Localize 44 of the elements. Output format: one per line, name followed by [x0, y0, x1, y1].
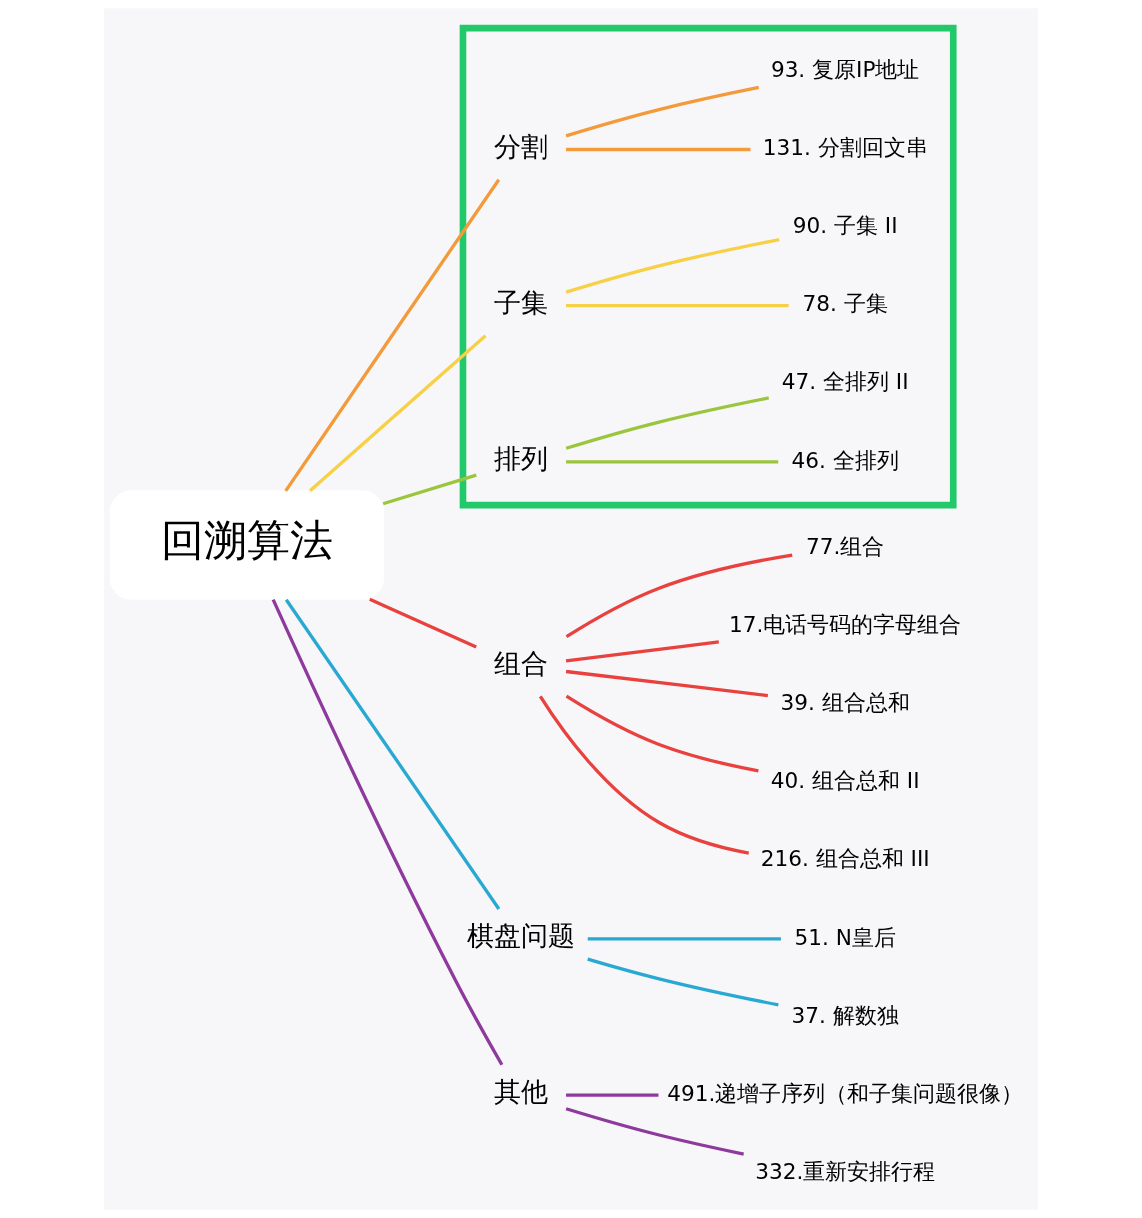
cluster	[459, 24, 957, 509]
connector	[565, 85, 760, 138]
connector	[566, 460, 779, 464]
connector	[566, 147, 751, 152]
connector	[308, 334, 487, 492]
node-text: 131. 分割回文串	[762, 135, 928, 161]
node-text: 37. 解数独	[791, 1002, 899, 1028]
connector	[566, 1093, 659, 1097]
connector	[565, 1107, 744, 1156]
connector	[284, 178, 501, 492]
connector	[382, 473, 477, 506]
connector	[565, 237, 780, 294]
node-text: 46. 全排列	[791, 447, 899, 473]
node-text: 51. N皇后	[794, 924, 896, 950]
connector	[566, 304, 789, 308]
connector	[587, 957, 779, 1007]
connector	[271, 598, 504, 1066]
node-text: 39. 组合总和	[780, 690, 910, 716]
connector	[565, 694, 759, 773]
node-text: 其他	[494, 1076, 549, 1108]
node-text: 78. 子集	[802, 291, 888, 317]
node-text: 216. 组合总和 III	[760, 846, 930, 872]
node-text: 组合	[494, 647, 549, 679]
connector	[587, 937, 781, 941]
node-text: 排列	[494, 443, 549, 475]
node-text: 子集	[494, 287, 549, 319]
node-text: 90. 子集 II	[792, 213, 898, 239]
node-text: 棋盘问题	[467, 920, 576, 952]
node-text: 47. 全排列 II	[781, 369, 909, 395]
node-text: 分割	[494, 130, 549, 162]
connector	[538, 695, 750, 855]
node-text: 77.组合	[806, 533, 885, 559]
node-text: 491.递增子序列（和子集问题很像）	[667, 1080, 1024, 1106]
connector	[565, 396, 770, 450]
node-text: 40. 组合总和 II	[770, 768, 920, 794]
node-text: 93. 复原IP地址	[770, 57, 920, 83]
connector	[565, 640, 720, 663]
node-box: 回溯算法	[109, 490, 385, 600]
connector	[565, 669, 769, 698]
node-text: 332.重新安排行程	[755, 1158, 936, 1184]
node-text: 17.电话号码的字母组合	[729, 612, 962, 638]
connector	[565, 553, 793, 639]
connector	[369, 597, 477, 649]
connector	[284, 598, 501, 910]
